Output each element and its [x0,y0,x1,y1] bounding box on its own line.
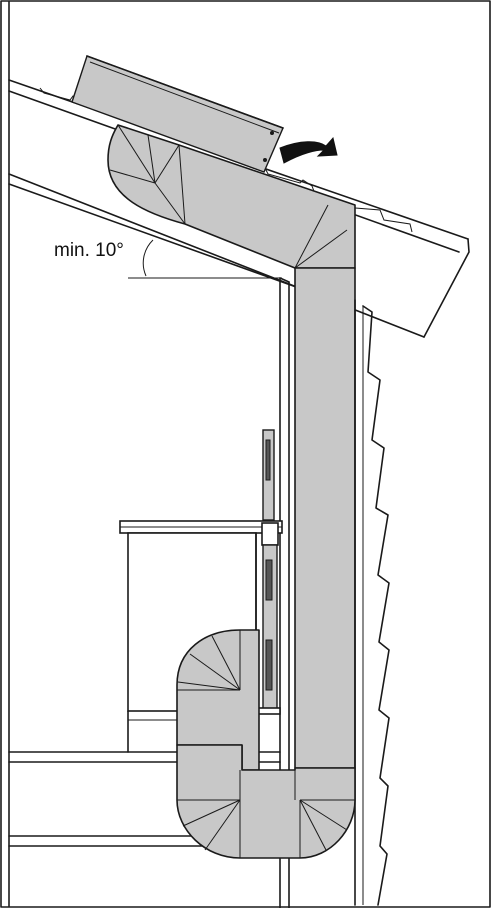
wall-column-cap [279,277,290,283]
duct-segment [109,169,156,184]
duct-segment [299,799,327,851]
duct-segment [154,182,186,225]
duct-segment [189,653,241,691]
angle-annotation: min. 10° [54,239,282,279]
duct-segment [117,124,156,184]
extractor-filter [265,639,273,691]
roof-vent-lip [89,61,280,134]
duct-segment [299,799,348,831]
duct-segment [178,144,186,225]
downdraft-extractor [257,429,281,715]
roof-vent-edge [86,55,284,129]
vertical-duct [294,267,356,769]
roof-end [423,238,470,338]
curved-arrow-icon [279,136,338,164]
extractor-collar [261,522,279,546]
duct-segment [154,144,180,184]
angle-arc [142,239,154,277]
roof-vent-screw [270,131,274,135]
duct-segment [294,229,348,269]
extractor-base [257,707,281,715]
upper-duct [107,124,356,269]
duct-segment [177,681,241,691]
cladding-shingles [362,305,390,906]
lower-elbow-bottom [176,744,356,859]
duct-segment [147,134,156,184]
lower-duct [176,629,356,859]
upper-duct-body [107,124,356,269]
roof-vent-screw [263,158,267,162]
duct-segment [182,799,241,827]
duct-segment [294,204,329,269]
extractor-motor [265,559,273,601]
duct-segment [204,799,241,851]
angle-label: min. 10° [54,240,124,261]
duct-segment [211,635,241,691]
roof-vent-hood [71,55,284,173]
exterior-cladding [354,299,390,906]
extractor-slot [265,439,271,481]
